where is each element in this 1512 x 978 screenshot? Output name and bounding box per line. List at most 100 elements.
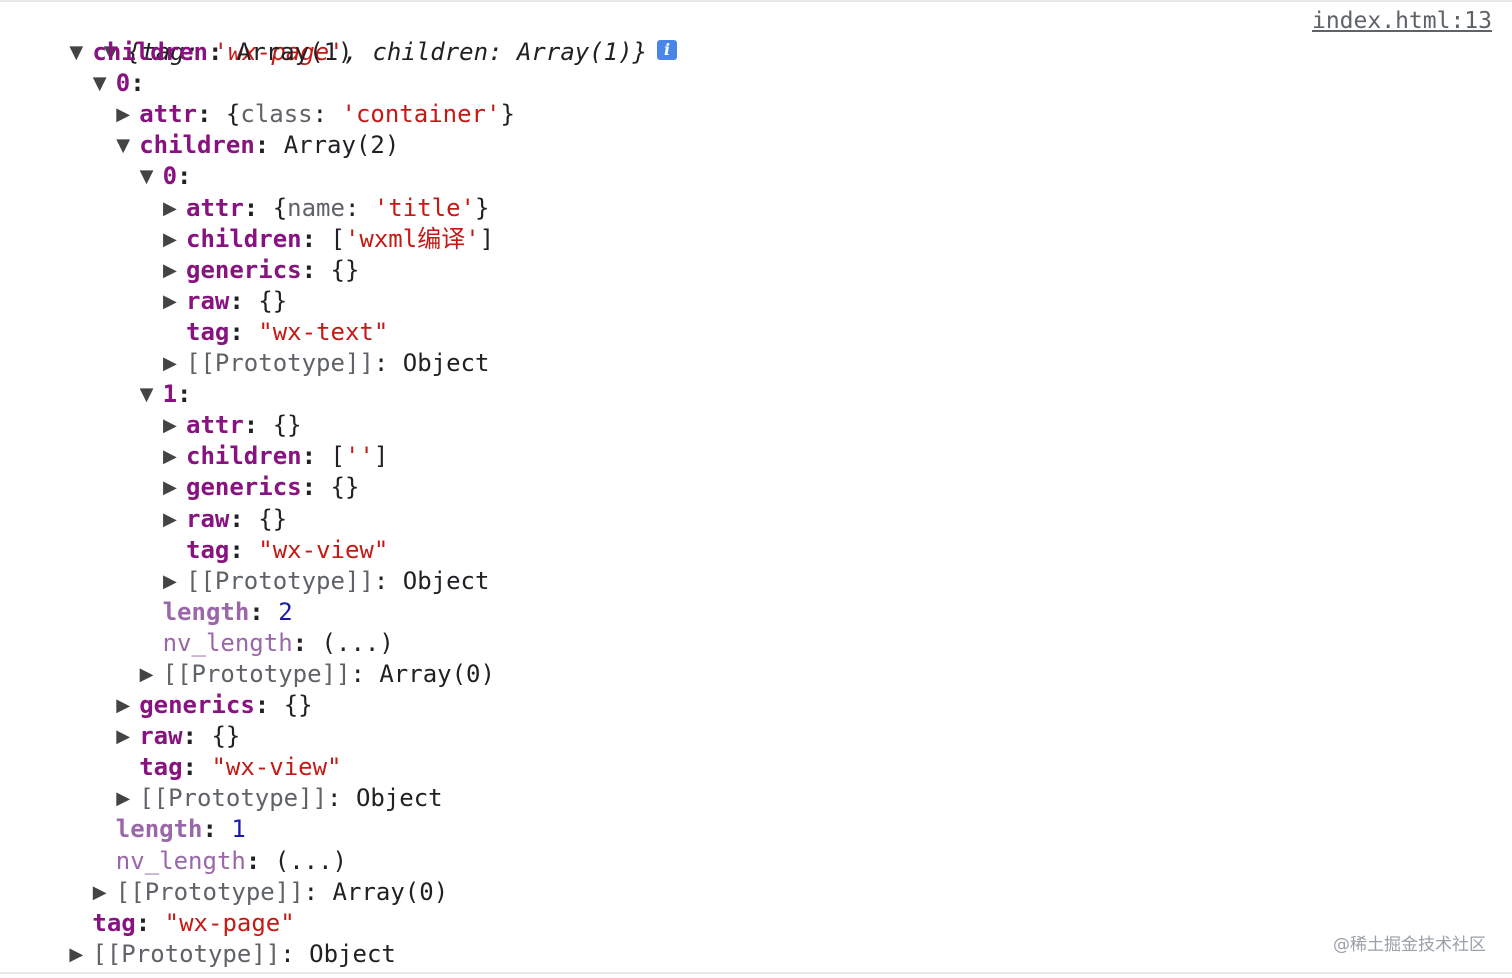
tree-row[interactable]: ▼0: [0, 68, 1300, 99]
property-key: children [92, 38, 208, 67]
expand-triangle-icon[interactable]: ▶ [116, 726, 131, 748]
object-summary-row[interactable]: ▼{tag: 'wx-page', children: Array(1)}i [0, 6, 1300, 66]
summary-value-children: Array(1) [516, 38, 633, 67]
tree-row[interactable]: ▶attr: {name: 'title'} [0, 193, 1300, 224]
tree-row[interactable]: ▶[[Prototype]]: Object [0, 783, 1300, 814]
property-value: {} [330, 255, 360, 284]
property-key: raw [186, 286, 230, 315]
expand-triangle-icon[interactable]: ▶ [92, 881, 107, 903]
tree-row[interactable]: ▶generics: {} [0, 255, 1300, 286]
property-key: length [115, 815, 203, 844]
tree-row: tag: "wx-page" [92, 908, 295, 937]
tree-row[interactable]: ▶[[Prototype]]: Object [0, 348, 1300, 379]
expand-triangle-icon[interactable]: ▶ [163, 290, 177, 312]
collapse-triangle-icon[interactable]: ▼ [92, 73, 107, 95]
property-value: name [287, 193, 345, 222]
watermark: @稀土掘金技术社区 [1333, 935, 1486, 955]
summary-separator: , [343, 38, 373, 67]
tree-row[interactable]: ▶[[Prototype]]: Object [0, 566, 1300, 597]
tree-row[interactable]: ▶attr: {} [0, 410, 1300, 441]
property-value: Object [355, 784, 443, 813]
property-value: (...) [274, 846, 347, 875]
tree-row[interactable]: ▶generics: {} [0, 690, 1300, 721]
summary-key-tag: tag [141, 38, 185, 67]
tree-row[interactable]: ▶attr: {class: 'container'} [0, 99, 1300, 130]
tree-row[interactable]: ▼children: Array(2) [0, 130, 1300, 161]
tree-row[interactable]: ▶[[Prototype]]: Array(0) [0, 659, 1300, 690]
expand-triangle-icon[interactable]: ▼ [103, 42, 118, 64]
tree-row: tag: "wx-view" [139, 753, 342, 782]
property-key: raw [139, 722, 183, 751]
source-link[interactable]: index.html:13 [1311, 8, 1492, 34]
console-top-divider [0, 0, 1512, 2]
expand-triangle-icon[interactable]: ▶ [69, 943, 84, 965]
property-key: [[Prototype]] [162, 659, 351, 688]
property-value: [ [330, 442, 345, 471]
property-value: Object [402, 566, 490, 595]
property-value: Object [402, 349, 490, 378]
console-bottom-divider [0, 972, 1512, 974]
tree-row[interactable]: ▼0: [0, 161, 1300, 192]
property-value: {} [211, 722, 241, 751]
property-key: 0 [162, 162, 178, 191]
property-key: attr [139, 100, 197, 129]
property-value: (...) [321, 628, 394, 657]
expand-triangle-icon[interactable]: ▶ [163, 446, 177, 468]
tree-row: tag: "wx-view" [186, 535, 389, 564]
tree-row: length: 1 [115, 815, 246, 844]
expand-triangle-icon[interactable]: ▶ [163, 415, 177, 437]
expand-triangle-icon[interactable]: ▶ [163, 259, 177, 281]
property-value: 'container' [341, 100, 501, 129]
summary-brace-close: } [632, 38, 648, 67]
tree-row[interactable]: ▶raw: {} [0, 504, 1300, 535]
collapse-triangle-icon[interactable]: ▼ [139, 166, 154, 188]
tree-row[interactable]: ▼1: [0, 379, 1300, 410]
property-key: children [186, 224, 302, 253]
property-value: : [344, 193, 374, 222]
property-key: tag [186, 535, 230, 564]
tree-row[interactable]: ▶[[Prototype]]: Array(0) [0, 877, 1300, 908]
property-key: nv_length [115, 846, 246, 875]
summary-key-children: children [372, 38, 489, 67]
property-value: {} [283, 691, 313, 720]
property-key: generics [186, 473, 302, 502]
property-value: ] [373, 442, 389, 471]
property-key: children [139, 131, 255, 160]
property-value: Array(0) [379, 659, 495, 688]
property-value: } [475, 193, 490, 222]
property-value: Array(0) [332, 877, 449, 906]
property-value: "wx-text" [258, 317, 389, 346]
property-key: generics [139, 691, 255, 720]
collapse-triangle-icon[interactable]: ▼ [116, 135, 131, 157]
expand-triangle-icon[interactable]: ▶ [163, 228, 177, 250]
tree-row[interactable]: ▶children: [''] [0, 441, 1300, 472]
expand-triangle-icon[interactable]: ▶ [163, 353, 177, 375]
tree-row[interactable]: ▶generics: {} [0, 472, 1300, 503]
property-value: {} [258, 504, 288, 533]
property-key: raw [186, 504, 230, 533]
expand-triangle-icon[interactable]: ▶ [163, 197, 177, 219]
expand-triangle-icon[interactable]: ▶ [116, 788, 131, 810]
expand-triangle-icon[interactable]: ▶ [139, 663, 154, 685]
expand-triangle-icon[interactable]: ▶ [163, 570, 177, 592]
property-key: tag [186, 317, 230, 346]
property-key: [[Prototype]] [92, 939, 281, 968]
expand-triangle-icon[interactable]: ▶ [116, 695, 131, 717]
expand-triangle-icon[interactable]: ▶ [163, 477, 177, 499]
collapse-triangle-icon[interactable]: ▼ [69, 42, 84, 64]
info-icon[interactable]: i [657, 40, 678, 61]
property-key: tag [92, 908, 136, 937]
property-value: 2 [278, 597, 293, 626]
expand-triangle-icon[interactable]: ▶ [163, 508, 177, 530]
property-value: {} [272, 411, 302, 440]
tree-row[interactable]: ▼children: Array(1) [0, 37, 1300, 68]
property-value: {} [330, 473, 360, 502]
property-value: 'wxml编译' [344, 224, 480, 253]
tree-row[interactable]: ▶raw: {} [0, 721, 1300, 752]
tree-row[interactable]: ▶raw: {} [0, 286, 1300, 317]
tree-row[interactable]: ▶[[Prototype]]: Object [0, 939, 1300, 970]
expand-triangle-icon[interactable]: ▶ [116, 104, 131, 126]
tree-row[interactable]: ▶children: ['wxml编译'] [0, 224, 1300, 255]
collapse-triangle-icon[interactable]: ▼ [139, 384, 154, 406]
property-value: Array(2) [283, 131, 400, 160]
